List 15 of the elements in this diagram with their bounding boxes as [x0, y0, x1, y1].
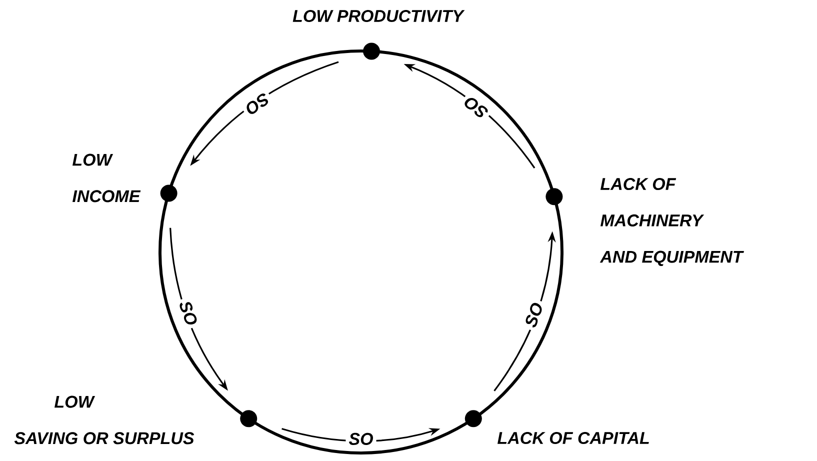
edge-label: SO	[526, 302, 542, 328]
node-label: LOW PRODUCTIVITY	[292, 10, 465, 22]
edge-label: SO	[348, 432, 373, 445]
edge-label: SO	[180, 302, 197, 324]
dot	[240, 410, 258, 428]
dot	[464, 410, 482, 428]
dot	[546, 188, 563, 206]
edge-label: SO	[246, 94, 268, 114]
dot	[160, 184, 178, 202]
node-label: LACK OF CAPITAL	[498, 432, 649, 444]
dot	[363, 42, 380, 60]
edge-label: SO	[464, 98, 488, 118]
node-label: LACK OF MACHINERY AND EQUIPMENT	[600, 178, 744, 266]
node-label: LOW SAVING OR SURPLUS	[14, 396, 194, 444]
node-label: LOW INCOME	[72, 154, 141, 202]
